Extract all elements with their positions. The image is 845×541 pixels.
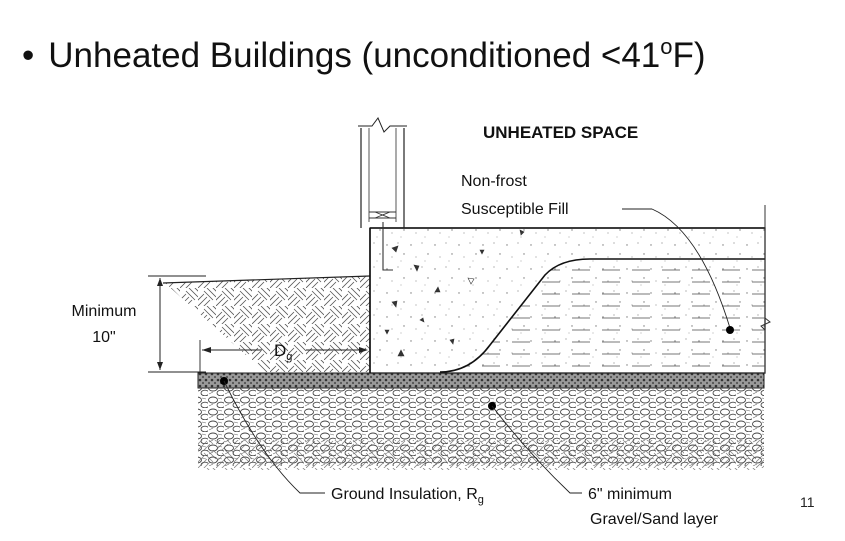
title-main-text: Unheated Buildings (unconditioned <41	[48, 36, 661, 75]
fill-leader-dot	[726, 326, 734, 334]
insulation-label-sub: g	[478, 494, 484, 506]
non-frost-fill-region	[445, 259, 765, 372]
sill-plate	[369, 211, 396, 219]
right-break-mark	[760, 205, 771, 373]
gravel-label-line2: Gravel/Sand layer	[590, 511, 719, 528]
dg-arrow-right	[359, 347, 368, 353]
title-bullet: •	[22, 36, 35, 75]
slide-title: • Unheated Buildings (unconditioned <41oF…	[22, 36, 706, 76]
gravel-label-line1: 6" minimum	[588, 486, 672, 503]
gravel-leader	[491, 405, 582, 494]
unheated-space-label: UNHEATED SPACE	[483, 123, 638, 142]
insulation-label: Ground Insulation, Rg	[331, 486, 484, 506]
lower-soil-hatch	[198, 440, 764, 470]
ground-surface-line	[162, 275, 371, 284]
depth-label-line1: Minimum	[72, 303, 137, 320]
fill-label-line1: Non-frost	[461, 173, 527, 190]
degree-symbol: o	[660, 34, 673, 59]
fill-label-line2: Susceptible Fill	[461, 201, 569, 218]
dg-label: Dg	[274, 341, 292, 363]
anchor-bolt	[382, 222, 393, 271]
dg-label-main: D	[274, 341, 286, 360]
page-number: 11	[800, 494, 815, 510]
title-unit-text: F)	[672, 36, 706, 75]
dg-label-sub: g	[286, 351, 292, 363]
depth-label-line2: 10"	[92, 329, 115, 346]
surface-soil-hatch	[165, 276, 370, 372]
wall-break-mark	[358, 117, 407, 133]
insulation-label-main: Ground Insulation, R	[331, 486, 478, 503]
fill-boundary-curve	[439, 258, 765, 373]
depth-arrow-top	[157, 278, 163, 286]
ground-insulation-band	[197, 372, 765, 389]
depth-arrow-bottom	[157, 362, 163, 370]
insulation-leader	[223, 380, 325, 494]
fill-leader	[651, 208, 731, 329]
aggregate-marks	[384, 229, 525, 357]
dg-arrow-left	[202, 347, 211, 353]
